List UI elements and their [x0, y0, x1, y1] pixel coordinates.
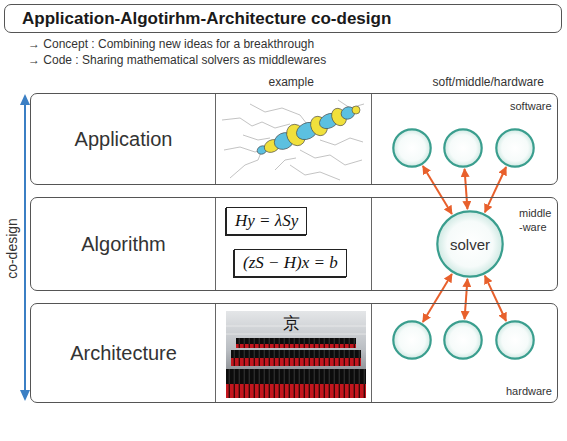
equation-box: (zS − H)x = b — [234, 249, 347, 277]
map-roads — [222, 100, 364, 180]
layer-name: Application — [75, 128, 173, 151]
circle-shape — [496, 321, 533, 358]
concept-note: → Concept : Combining new ideas for a br… — [28, 37, 314, 52]
circle-outline — [495, 320, 535, 360]
column-divider — [215, 93, 216, 185]
band-label-cell: Algorithm — [31, 198, 216, 290]
column-divider — [216, 93, 372, 403]
rack-row — [231, 358, 361, 366]
column-divider — [371, 197, 372, 291]
codesign-arrow-head — [20, 94, 30, 105]
column-divider — [215, 303, 216, 403]
circle-outline — [495, 128, 535, 168]
supercomputer-illustration — [226, 311, 366, 398]
circle-shape — [444, 321, 481, 358]
column-divider — [371, 303, 372, 403]
circle-outline — [443, 320, 483, 360]
connector-arrow — [485, 167, 506, 212]
codesign-arrow-line — [24, 102, 26, 393]
connector-arrow — [465, 279, 468, 319]
map-road — [230, 150, 262, 178]
diagram-title: Application-Algotirhm-Architecture co-de… — [5, 5, 561, 32]
codesign-arrow-head — [20, 390, 30, 401]
rack-row — [226, 384, 366, 398]
column-header: soft/middle/hardware — [433, 75, 544, 90]
rack-row — [226, 369, 366, 384]
hardware-circle — [392, 320, 432, 360]
layer-name: Algorithm — [81, 233, 165, 256]
column-divider — [371, 93, 372, 185]
layer-name: Architecture — [70, 342, 177, 365]
map-road — [300, 150, 362, 165]
circle-shape — [496, 129, 533, 166]
rack-row — [236, 338, 356, 344]
codesign-arrow — [20, 94, 30, 401]
circle-shape — [437, 211, 502, 276]
layer-band: Hy = λSy (zS − H)x = b solver Algorithm — [30, 197, 558, 291]
software-circle — [495, 128, 535, 168]
solver-circle: solver — [436, 210, 504, 278]
circle-outline — [392, 128, 432, 168]
connector-arrow — [423, 274, 452, 322]
orbital-blob — [352, 106, 360, 114]
code-note: → Code : Sharing mathematical solvers as… — [28, 53, 326, 68]
equation: Hy = λSy — [235, 210, 298, 232]
solver-label: solver — [450, 236, 490, 253]
rack-row — [236, 344, 356, 348]
layer-band: Application — [30, 93, 558, 185]
map-blobs — [256, 105, 360, 156]
circle-shape — [393, 321, 430, 358]
hardware-circle — [443, 320, 483, 360]
software-circle — [443, 128, 483, 168]
layer-tag: software — [510, 99, 552, 113]
connector-arrow — [485, 276, 506, 321]
map-road — [224, 147, 262, 152]
axis-label: co-design — [3, 218, 20, 279]
map-road — [320, 138, 363, 145]
map-illustration — [222, 100, 364, 180]
hardware-circle — [495, 320, 535, 360]
layer-tag: hardware — [506, 384, 552, 398]
column-divider — [215, 197, 216, 291]
band-label-cell: Architecture — [31, 304, 216, 402]
map-road — [222, 118, 290, 128]
circle-outline — [392, 320, 432, 360]
band-label-cell: Application — [31, 94, 216, 184]
rack-row — [231, 350, 361, 358]
logo-text: 京 — [283, 313, 300, 333]
circle-shape — [444, 129, 481, 166]
map-road — [250, 104, 310, 128]
title-box: Application-Algotirhm-Architecture co-de… — [4, 4, 562, 33]
equation: (zS − H)x = b — [243, 252, 338, 274]
ceiling-line — [226, 334, 366, 335]
map-road — [243, 135, 270, 140]
hall-background — [226, 311, 366, 398]
column-header: example — [269, 75, 314, 90]
connector-arrow — [423, 166, 452, 214]
circle-shape — [393, 129, 430, 166]
software-circle — [392, 128, 432, 168]
circle-outline — [443, 128, 483, 168]
map-road — [275, 158, 296, 170]
map-road — [290, 165, 340, 180]
equation-box: Hy = λSy — [226, 207, 307, 235]
layer-tag: middle -ware — [519, 206, 551, 234]
map-road — [338, 100, 364, 108]
connector-arrow — [465, 169, 468, 209]
